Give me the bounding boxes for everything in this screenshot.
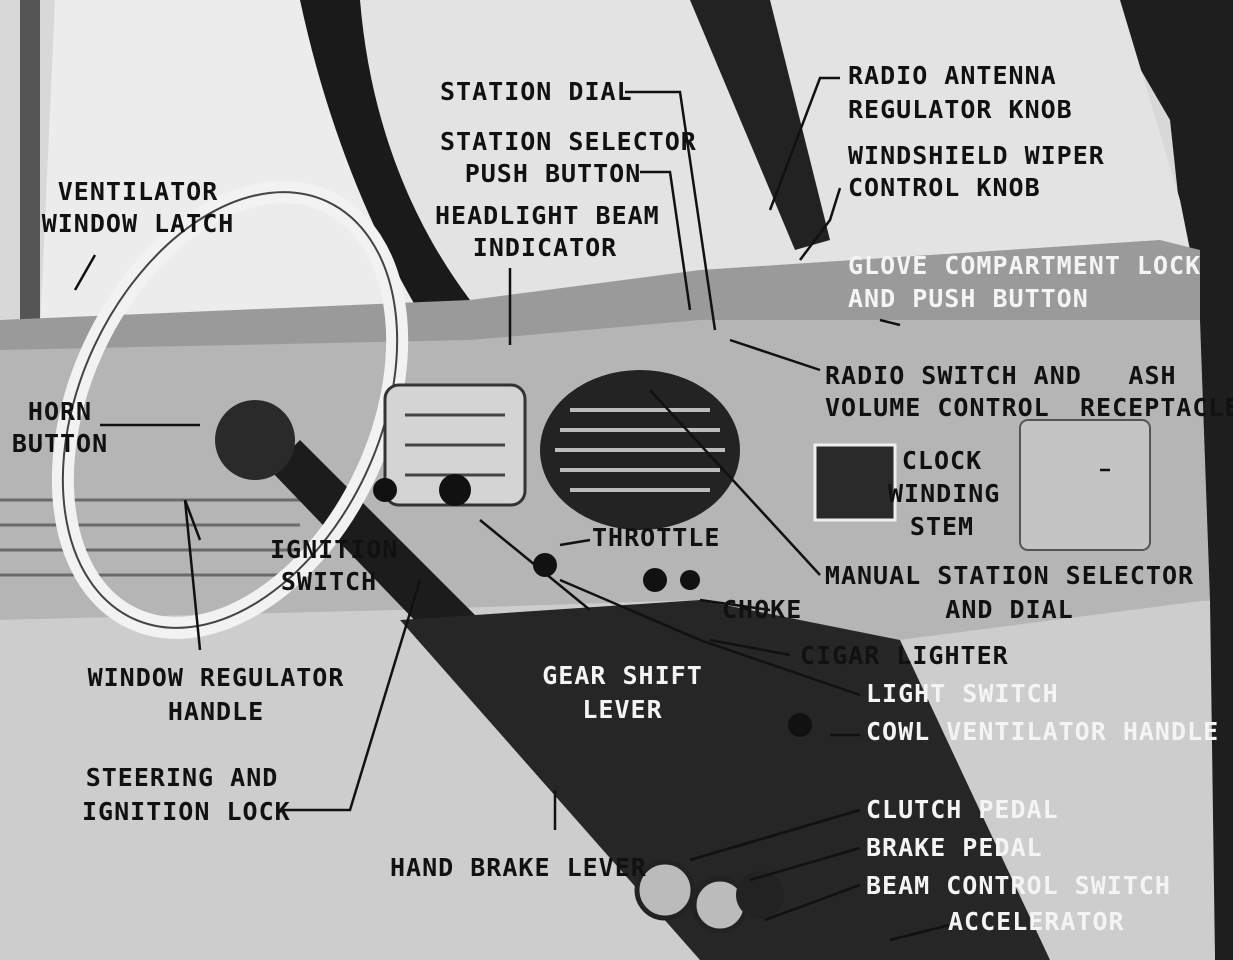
leader-lines — [73, 76, 1110, 942]
label-station-selector-line2: PUSH BUTTON — [464, 159, 642, 188]
label-throttle: THROTTLE — [592, 523, 721, 552]
label-ignition-switch-line1: IGNITION — [270, 535, 399, 564]
label-steering-lock-line1: STEERING AND — [85, 763, 279, 792]
label-cowl-ventilator: COWL VENTILATOR HANDLE — [866, 717, 1220, 746]
label-cigar-lighter: CIGAR LIGHTER — [800, 641, 1009, 670]
label-accelerator: ACCELERATOR — [948, 907, 1125, 936]
door-pillar — [1100, 0, 1233, 960]
label-light-switch: LIGHT SWITCH — [866, 679, 1059, 708]
steering-wheel-edge — [61, 191, 399, 629]
label-beam-control: BEAM CONTROL SWITCH — [866, 871, 1171, 900]
label-horn-button-line1: HORN — [27, 397, 93, 426]
ash-receptacle — [1019, 419, 1151, 551]
label-radio-switch-line1: RADIO SWITCH AND — [825, 361, 1082, 390]
label-clock-winding-line3: STEM — [909, 512, 975, 541]
steering-hub — [215, 400, 295, 480]
label-brake-pedal: BRAKE PEDAL — [866, 833, 1043, 862]
speaker-slats — [555, 408, 725, 492]
label-steering-lock-line2: IGNITION LOCK — [82, 797, 291, 826]
label-gear-shift-line1: GEAR SHIFT — [542, 661, 703, 690]
label-glove-compartment-line2: AND PUSH BUTTON — [848, 284, 1089, 313]
label-window-regulator-line1: WINDOW REGULATOR — [87, 663, 345, 692]
label-ash-receptacle-line2: RECEPTACLE — [1080, 393, 1233, 422]
label-radio-antenna-line2: REGULATOR KNOB — [848, 95, 1073, 124]
center-divider — [690, 0, 830, 250]
label-windshield-wiper-line1: WINDSHIELD WIPER — [848, 141, 1105, 170]
label-window-regulator-line2: HANDLE — [167, 697, 265, 726]
windshield-frame — [300, 0, 470, 330]
center-lower-panel — [400, 600, 1050, 960]
label-station-selector-line1: STATION SELECTOR — [440, 127, 697, 156]
label-clock-winding-line2: WINDING — [888, 479, 1001, 508]
clock-face — [813, 443, 897, 522]
label-hand-brake: HAND BRAKE LEVER — [390, 853, 647, 882]
label-ventilator-window-line1: VENTILATOR — [57, 177, 219, 206]
label-station-dial: STATION DIAL — [440, 77, 633, 106]
label-choke: CHOKE — [722, 595, 803, 624]
label-clutch-pedal: CLUTCH PEDAL — [866, 795, 1059, 824]
label-manual-station-line1: MANUAL STATION SELECTOR — [824, 561, 1195, 590]
label-radio-antenna-line1: RADIO ANTENNA — [848, 61, 1057, 90]
dash-top-rail — [0, 240, 1200, 360]
label-gear-shift-line2: LEVER — [582, 695, 663, 724]
label-manual-station-line2: AND DIAL — [945, 595, 1074, 624]
label-horn-button-line2: BUTTON — [11, 429, 109, 458]
label-clock-winding-line1: CLOCK — [901, 446, 983, 475]
left-panel-ribs — [0, 498, 300, 577]
label-headlight-beam-line1: HEADLIGHT BEAM — [435, 201, 660, 230]
label-ignition-switch-line2: SWITCH — [280, 567, 378, 596]
left-post — [20, 0, 40, 330]
label-glove-compartment-line1: GLOVE COMPARTMENT LOCK — [848, 251, 1202, 280]
pedals — [634, 859, 784, 934]
dash-knobs — [373, 474, 812, 737]
label-windshield-wiper-line2: CONTROL KNOB — [848, 173, 1041, 202]
label-ash-receptacle-line1: ASH — [1128, 361, 1177, 390]
label-ventilator-window-line2: WINDOW LATCH — [41, 209, 235, 238]
label-radio-switch-line2: VOLUME CONTROL — [825, 393, 1050, 422]
label-headlight-beam-line2: INDICATOR — [472, 233, 618, 262]
